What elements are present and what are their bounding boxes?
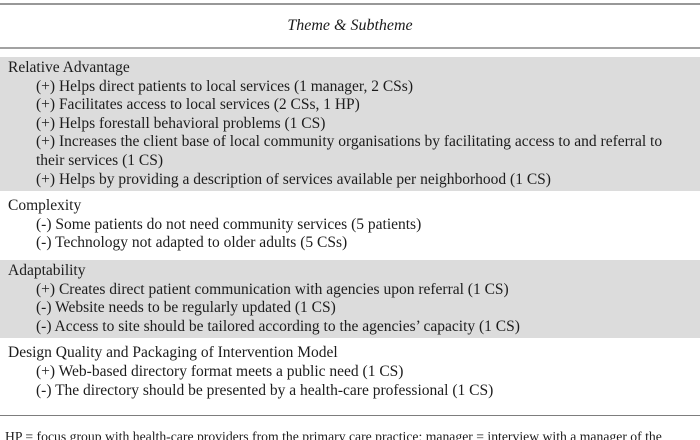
theme-title: Adaptability (8, 261, 86, 279)
subtheme-row: (-) Website needs to be regularly update… (36, 299, 336, 317)
theme-title: Relative Advantage (8, 59, 130, 76)
subtheme-row: (-) The directory should be presented by… (36, 381, 494, 399)
subtheme-row: (-) Technology not adapted to older adul… (36, 234, 348, 252)
subtheme-row: (+) Facilitates access to local services… (36, 96, 360, 114)
table-title: Theme & Subtheme (287, 17, 413, 34)
section-design-quality: Design Quality and Packaging of Interven… (0, 338, 700, 408)
subtheme-row: (-) Some patients do not need community … (36, 215, 422, 233)
subtheme-row: (+) Web-based directory format meets a p… (36, 362, 404, 380)
subtheme-row: (-) Access to site should be tailored ac… (36, 317, 520, 335)
theme-title: Complexity (8, 197, 82, 215)
subtheme-row: (+) Increases the client base of local c… (36, 133, 663, 169)
subtheme-row: (+) Helps by providing a description of … (36, 170, 551, 188)
footnote-rule (0, 415, 700, 417)
section-complexity: Complexity (-) Some patients do not need… (0, 191, 700, 260)
section-relative-advantage: Relative Advantage (+) Helps direct pati… (0, 57, 700, 192)
theme-subtheme-table: Theme & Subtheme Relative Advantage (+) … (0, 3, 700, 440)
top-rule (0, 3, 700, 5)
footnote: HP = focus group with health-care provid… (5, 429, 662, 440)
theme-title: Design Quality and Packaging of Interven… (8, 344, 338, 362)
table-header: Theme & Subtheme (0, 13, 700, 39)
subtheme-row: (+) Creates direct patient communication… (36, 280, 509, 298)
subtheme-row: (+) Helps direct patients to local servi… (36, 77, 413, 95)
section-adaptability: Adaptability (+) Creates direct patient … (0, 259, 700, 339)
header-rule (0, 47, 700, 49)
subtheme-row: (+) Helps forestall behavioral problems … (36, 114, 326, 132)
